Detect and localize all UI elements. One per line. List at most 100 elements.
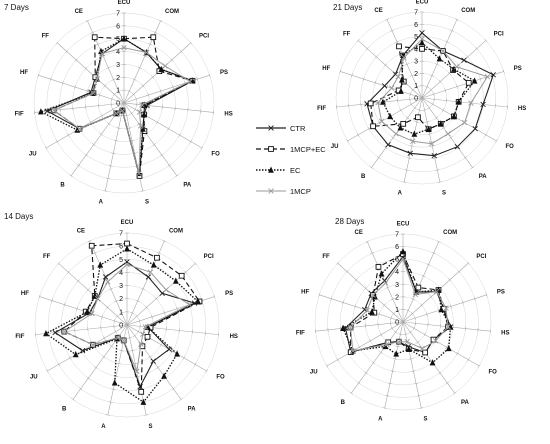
- spoke-tick: [473, 296, 476, 301]
- spoke-tick: [393, 330, 398, 334]
- data-point: [432, 338, 439, 344]
- spoke-tick: [92, 143, 96, 146]
- data-point: [43, 330, 49, 337]
- series-line-1MCP: [377, 38, 489, 145]
- spoke-tick: [84, 66, 88, 71]
- ring-value-label: 7: [119, 231, 123, 238]
- data-point: [84, 308, 90, 315]
- axis-label: A: [99, 200, 104, 206]
- data-point: [367, 100, 374, 107]
- spoke-tick: [356, 133, 360, 137]
- spoke-tick: [105, 305, 109, 310]
- ring-value-label: 4: [116, 49, 120, 56]
- axis-label: PA: [188, 406, 197, 412]
- axis-label: PA: [461, 400, 470, 406]
- data-point: [445, 344, 452, 352]
- axis-label: A: [378, 417, 383, 423]
- data-point: [44, 108, 50, 114]
- spoke-tick: [398, 333, 403, 335]
- spoke-tick: [402, 181, 407, 183]
- axis-label: COM: [443, 230, 457, 236]
- data-point: [419, 30, 425, 36]
- spoke-tick: [62, 81, 64, 86]
- spoke-tick: [179, 49, 183, 54]
- spoke-tick: [167, 164, 172, 167]
- data-point: [484, 74, 491, 80]
- data-point: [461, 57, 467, 63]
- spoke-tick: [74, 58, 78, 62]
- data-point: [161, 372, 167, 379]
- spoke-tick: [452, 391, 457, 395]
- spoke-tick: [171, 349, 174, 354]
- spoke-tick: [138, 318, 141, 323]
- spoke-tick: [87, 239, 92, 242]
- spoke: [38, 74, 125, 104]
- spoke-tick: [436, 240, 441, 243]
- ring-value-label: 0: [395, 320, 399, 327]
- data-point: [102, 274, 109, 280]
- data-point: [454, 143, 461, 150]
- data-point: [384, 341, 390, 348]
- data-point: [124, 261, 130, 268]
- spoke-tick: [94, 366, 98, 369]
- spoke-tick: [179, 398, 183, 401]
- spoke-tick: [391, 136, 395, 140]
- spoke: [421, 71, 504, 99]
- spoke-tick: [142, 54, 147, 58]
- axis-label: FIF: [317, 106, 326, 112]
- data-point: [94, 76, 100, 82]
- axis-label: FF: [42, 33, 50, 39]
- spoke-tick: [390, 326, 394, 331]
- spoke-tick: [448, 278, 452, 282]
- spoke-tick: [85, 19, 90, 22]
- spoke-tick: [417, 109, 422, 111]
- ring-value-label: 3: [116, 62, 120, 69]
- spoke: [45, 102, 125, 149]
- data-point: [378, 270, 385, 277]
- series-line-EC: [44, 248, 200, 403]
- axis-label: CE: [75, 9, 83, 15]
- spoke-tick: [450, 29, 454, 32]
- data-point: [88, 242, 95, 249]
- spoke-tick: [406, 309, 411, 312]
- spoke-tick: [119, 114, 124, 117]
- spoke-tick: [100, 114, 103, 118]
- spoke-tick: [132, 334, 137, 338]
- axis-label: A: [101, 424, 106, 430]
- spoke-tick: [116, 362, 121, 365]
- spoke-tick: [78, 387, 83, 391]
- data-point: [422, 349, 429, 356]
- spoke-tick: [86, 89, 89, 94]
- data-point: [404, 338, 410, 345]
- spoke-tick: [129, 112, 134, 115]
- spoke-tick: [485, 292, 488, 297]
- ring-value-label: 4: [119, 270, 123, 277]
- axis-label: JU: [30, 375, 38, 381]
- spoke-tick: [475, 47, 479, 51]
- data-point: [490, 72, 496, 78]
- spoke-tick: [57, 261, 61, 266]
- ring-value-label: 6: [414, 22, 418, 29]
- spoke-tick: [349, 391, 354, 395]
- data-point: [393, 350, 400, 357]
- data-point: [381, 83, 388, 89]
- spoke-tick: [51, 298, 53, 303]
- spoke-tick: [46, 369, 49, 373]
- spoke-tick: [55, 41, 59, 45]
- data-point: [415, 114, 421, 121]
- spoke-tick: [71, 398, 75, 401]
- spoke-tick: [66, 270, 70, 274]
- spoke-tick: [374, 80, 377, 85]
- spoke-tick: [356, 381, 361, 385]
- ring-value-label: 5: [414, 34, 418, 41]
- ring-value-label: 2: [414, 71, 418, 78]
- spoke-tick: [127, 127, 132, 129]
- spoke-tick: [455, 18, 459, 21]
- data-point: [150, 261, 157, 268]
- spoke-tick: [318, 292, 321, 297]
- data-point: [186, 301, 193, 308]
- data-point: [443, 305, 449, 311]
- spoke: [35, 324, 128, 335]
- spoke-tick: [111, 152, 116, 154]
- spoke-tick: [365, 47, 369, 51]
